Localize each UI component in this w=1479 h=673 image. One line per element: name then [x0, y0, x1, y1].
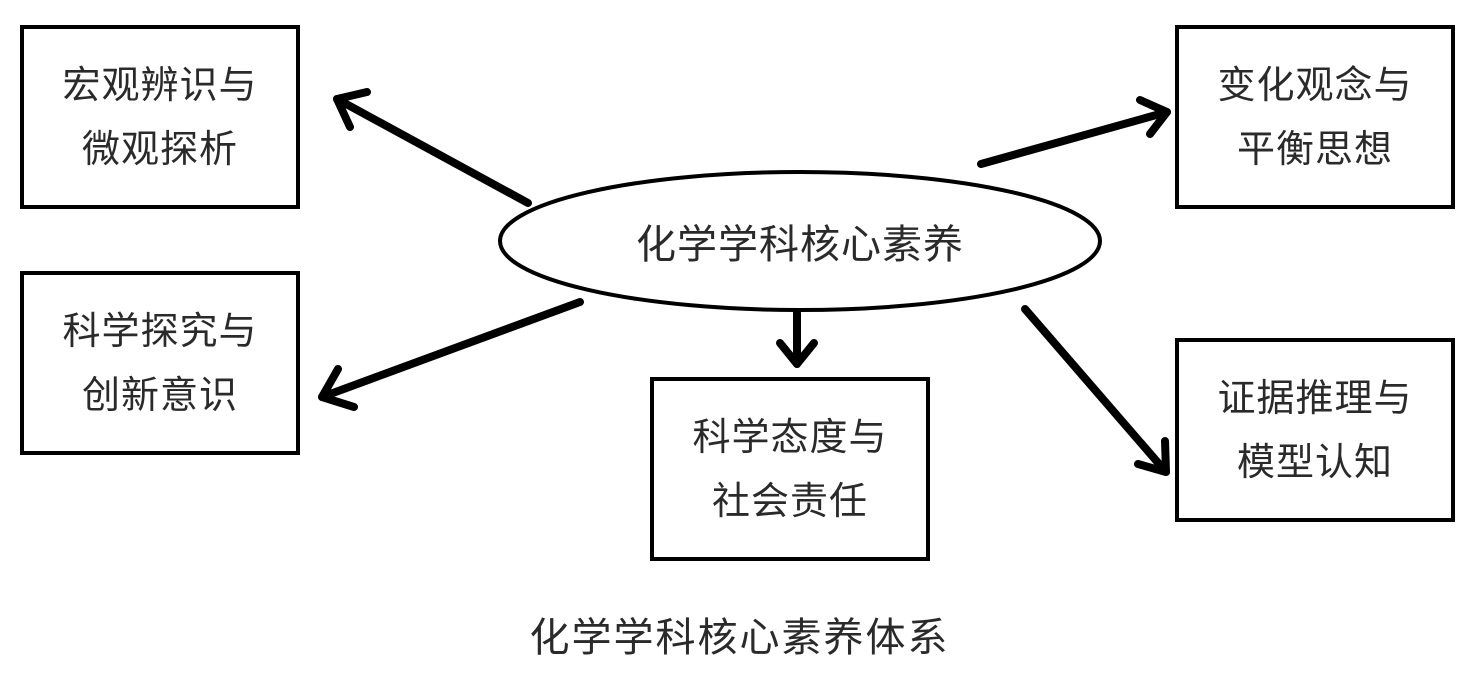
node-inquiry-innovation: 科学探究与 创新意识 — [20, 271, 300, 455]
node-inquiry-innovation-line1: 科学探究与 — [62, 309, 258, 353]
node-change-equilibrium-line2: 平衡思想 — [1236, 127, 1393, 171]
arrow-to-evidence-model — [1021, 305, 1170, 476]
node-attitude-responsibility-line1: 科学态度与 — [692, 415, 888, 459]
node-macro-micro: 宏观辨识与 微观探析 — [20, 25, 300, 209]
arrow-to-attitude-responsibility — [776, 309, 818, 368]
node-macro-micro-line1: 宏观辨识与 — [62, 63, 258, 107]
node-evidence-model-line2: 模型认知 — [1236, 440, 1393, 484]
node-attitude-responsibility: 科学态度与 社会责任 — [650, 377, 930, 561]
arrow-to-inquiry-innovation — [318, 298, 584, 411]
center-ellipse-shape — [498, 170, 1102, 312]
node-evidence-model: 证据推理与 模型认知 — [1175, 338, 1455, 522]
node-inquiry-innovation-line2: 创新意识 — [81, 373, 238, 417]
node-change-equilibrium: 变化观念与 平衡思想 — [1175, 25, 1455, 209]
diagram-caption: 化学学科核心素养体系 — [529, 615, 950, 661]
arrow-to-macro-micro — [333, 88, 532, 207]
arrow-to-change-equilibrium — [977, 96, 1171, 168]
node-evidence-model-line1: 证据推理与 — [1217, 376, 1413, 420]
node-change-equilibrium-line1: 变化观念与 — [1217, 63, 1413, 107]
node-macro-micro-line2: 微观探析 — [81, 127, 238, 171]
center-node: 化学学科核心素养 — [497, 169, 1103, 313]
node-attitude-responsibility-line2: 社会责任 — [711, 479, 868, 523]
center-node-label: 化学学科核心素养 — [636, 222, 964, 268]
